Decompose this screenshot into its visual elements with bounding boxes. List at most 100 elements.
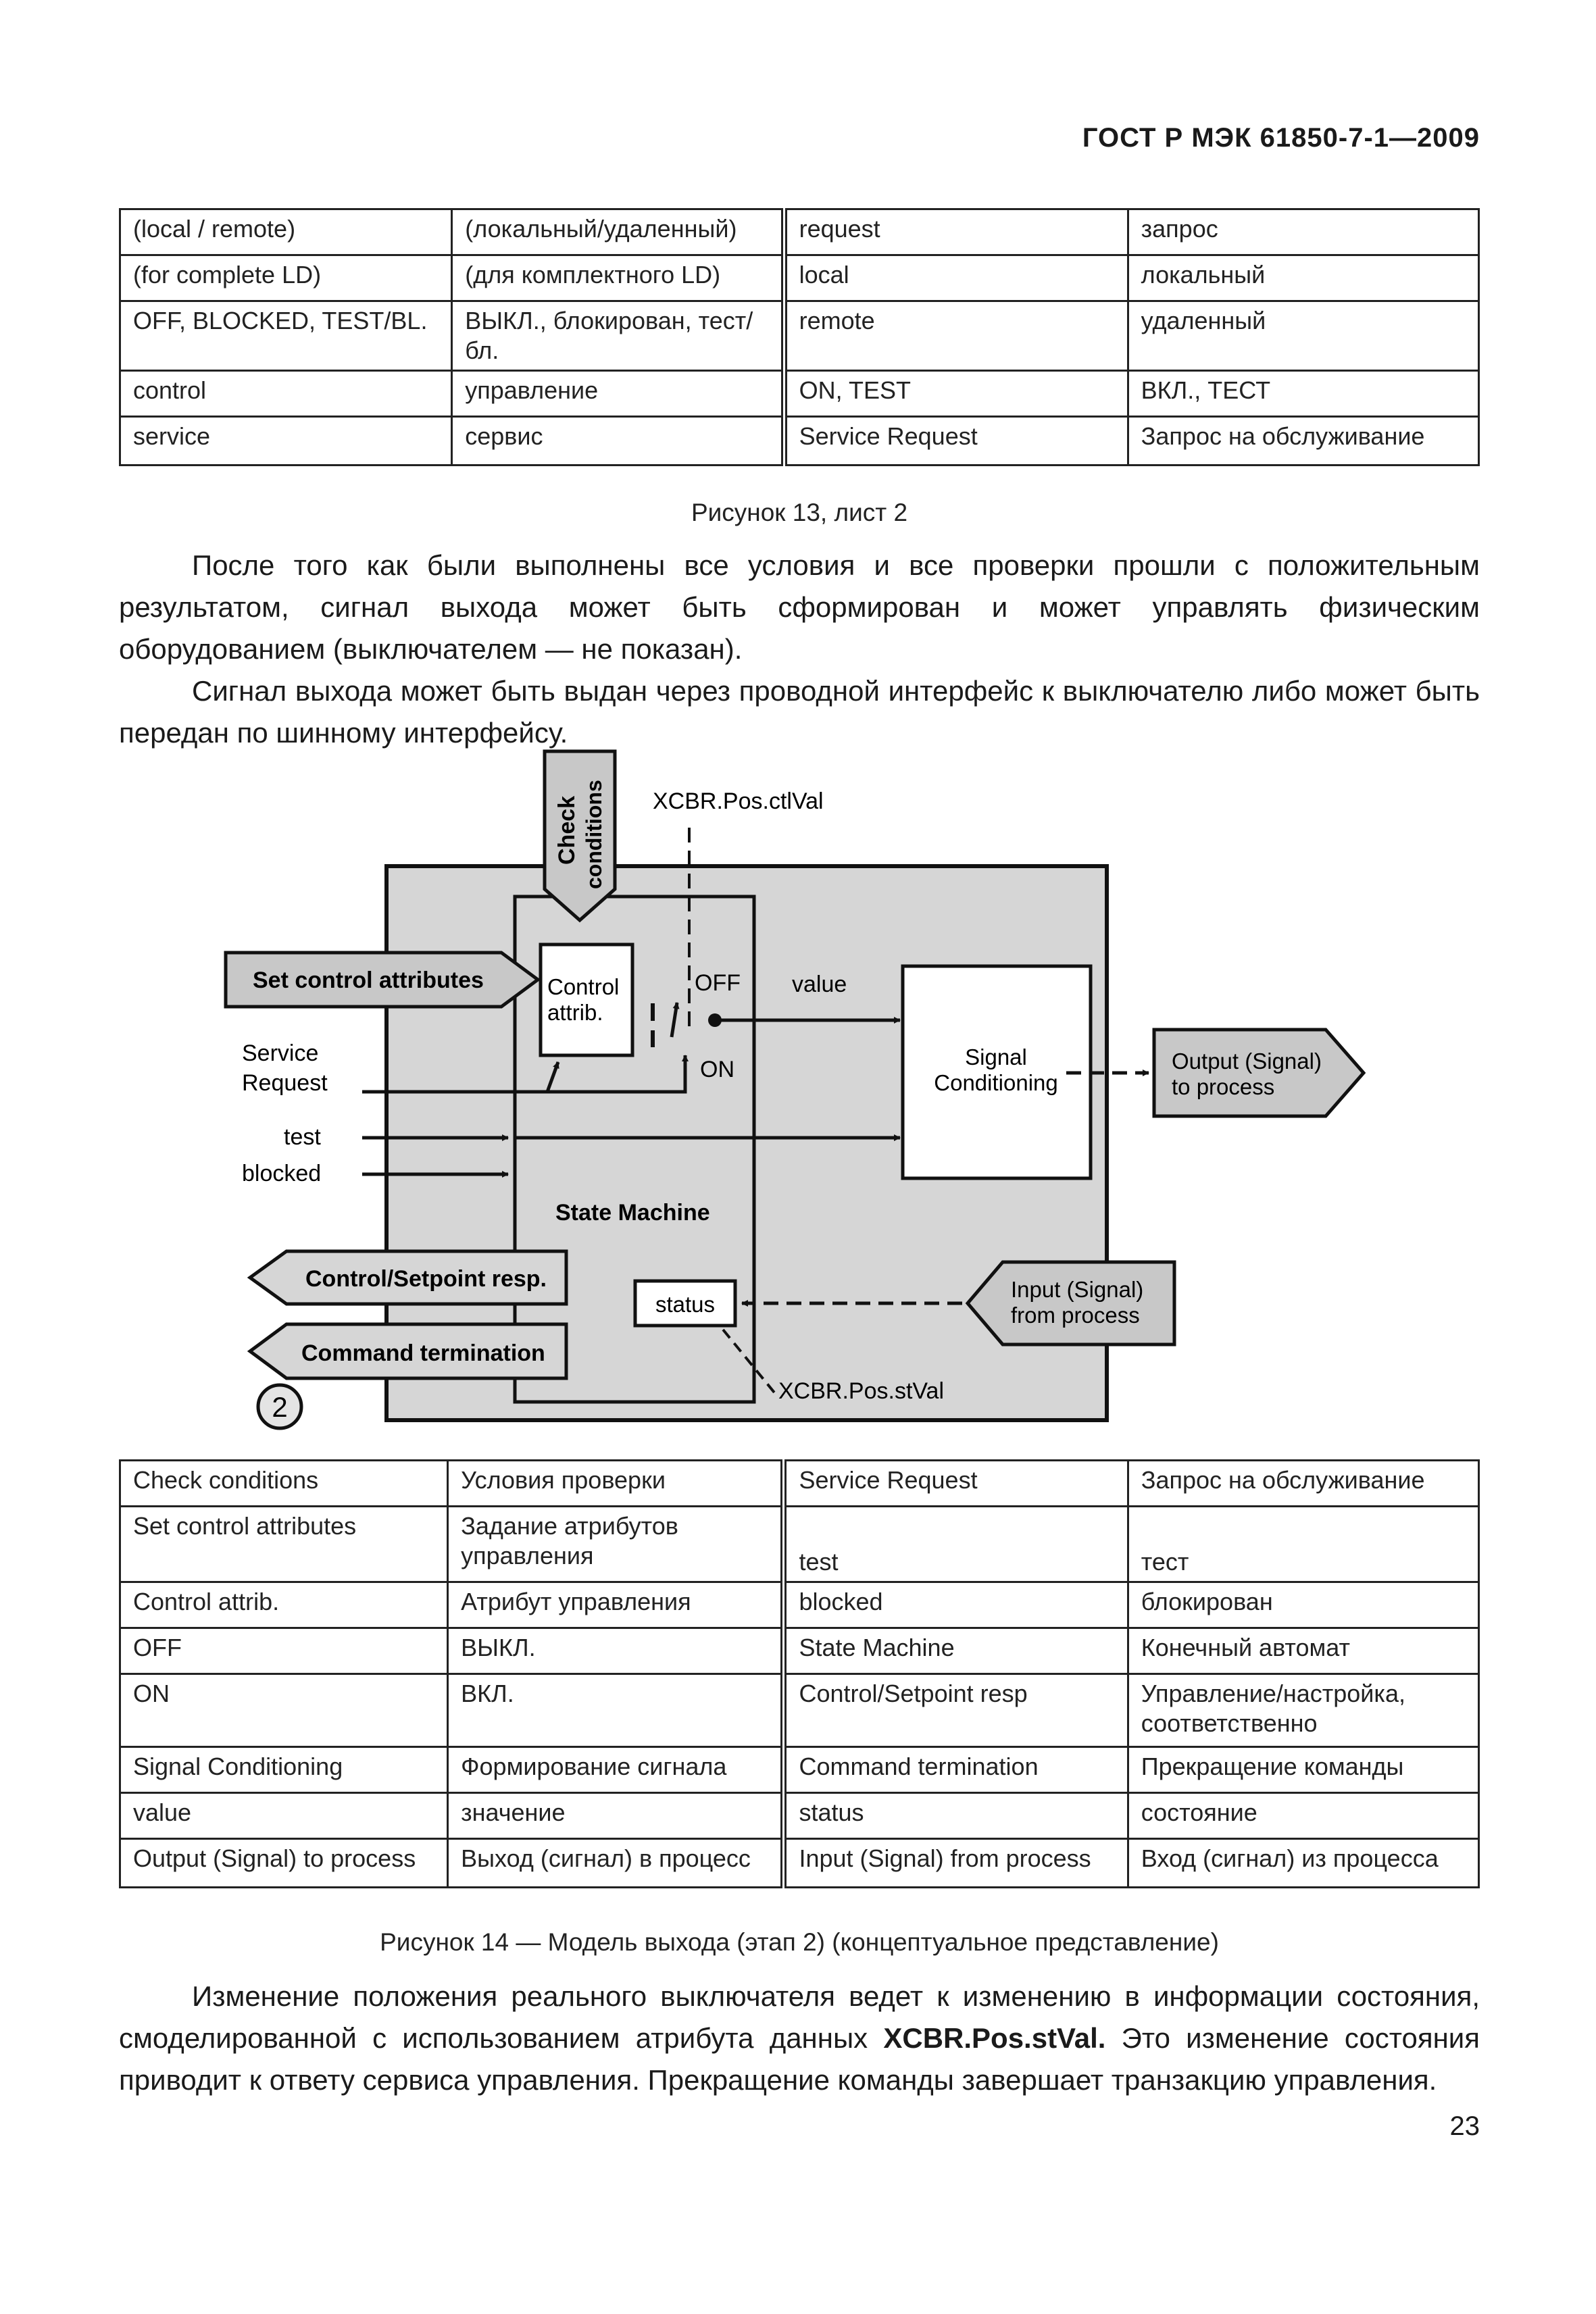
control-setpoint-resp-label: Control/Setpoint resp. bbox=[305, 1266, 547, 1292]
table-cell: Output (Signal) to process bbox=[118, 1838, 449, 1888]
table-cell: blocked bbox=[782, 1581, 1129, 1629]
table-cell: локальный bbox=[1126, 254, 1480, 302]
table-cell: Вход (сигнал) из процесса bbox=[1126, 1838, 1480, 1888]
table-cell: (для комплектного LD) bbox=[451, 254, 787, 302]
table-cell: Command termination bbox=[782, 1746, 1129, 1794]
step-number-badge bbox=[256, 1383, 303, 1430]
command-termination-label: Command termination bbox=[301, 1340, 545, 1366]
table-cell: OFF, BLOCKED, TEST/BL. bbox=[118, 300, 453, 372]
table-cell: Условия проверки bbox=[447, 1459, 787, 1507]
table-cell: OFF bbox=[118, 1627, 449, 1675]
figure-caption: Рисунок 13, лист 2 bbox=[691, 499, 908, 526]
paragraph-text: Это изменение состояния приводит к ответ… bbox=[119, 2022, 1480, 2096]
ctlval-label: XCBR.Pos.ctlVal bbox=[653, 788, 824, 814]
on-label: ON bbox=[700, 1057, 734, 1082]
page-number: 23 bbox=[1449, 2111, 1480, 2141]
table-cell: request bbox=[782, 208, 1129, 256]
output-label: Output (Signal) bbox=[1172, 1049, 1322, 1074]
signal-conditioning-label: Conditioning bbox=[934, 1070, 1057, 1095]
check-conditions-label: Check bbox=[554, 796, 580, 865]
table-cell: value bbox=[118, 1792, 449, 1840]
table-cell: (local / remote) bbox=[118, 208, 453, 256]
output-signal-arrow bbox=[1152, 1028, 1366, 1118]
table-cell: ON bbox=[118, 1673, 449, 1748]
table-row: Set control attributes Задание атрибутов… bbox=[118, 1505, 1480, 1583]
table-row: Signal Conditioning Формирование сигнала… bbox=[118, 1746, 1480, 1794]
check-conditions-arrow bbox=[543, 749, 617, 923]
paragraph: После того как были выполнены все услови… bbox=[119, 549, 1480, 665]
output-label: to process bbox=[1172, 1074, 1274, 1099]
table-row: control управление ON, TEST ВКЛ., ТЕСТ bbox=[118, 370, 1480, 418]
table-cell: ВЫКЛ., блокирован, тест/бл. bbox=[451, 300, 787, 372]
table-cell: Signal Conditioning bbox=[118, 1746, 449, 1794]
terms-table-1: (local / remote) (локальный/удаленный) r… bbox=[118, 208, 1480, 466]
input-signal-arrow bbox=[965, 1260, 1176, 1347]
table-cell: Выход (сигнал) в процесс bbox=[447, 1838, 787, 1888]
table-cell: удаленный bbox=[1126, 300, 1480, 372]
paragraph: Изменение положения реального выключател… bbox=[119, 1976, 1480, 2101]
control-attrib-label: Control bbox=[547, 974, 619, 999]
table-cell: Control attrib. bbox=[118, 1581, 449, 1629]
table-row: Control attrib. Атрибут управления block… bbox=[118, 1581, 1480, 1629]
table-cell: test bbox=[782, 1505, 1129, 1583]
state-machine-label: State Machine bbox=[555, 1200, 710, 1226]
table-cell: управление bbox=[451, 370, 787, 418]
control-attrib-label: attrib. bbox=[547, 1000, 603, 1025]
table-cell: Запрос на обслуживание bbox=[1126, 1459, 1480, 1507]
check-conditions-label: conditions bbox=[582, 780, 606, 889]
table-cell: Задание атрибутов управления bbox=[447, 1505, 787, 1583]
stval-dashed-line bbox=[722, 1328, 778, 1397]
table-cell: Запрос на обслуживание bbox=[1126, 416, 1480, 466]
table-row: service сервис Service Request Запрос на… bbox=[118, 416, 1480, 466]
table-cell: Конечный автомат bbox=[1126, 1627, 1480, 1675]
step-number-label: 2 bbox=[272, 1391, 287, 1423]
body-text: После того как были выполнены все услови… bbox=[119, 545, 1480, 754]
service-request-label: Service bbox=[242, 1040, 318, 1066]
service-request-arrow bbox=[362, 1055, 689, 1094]
table-cell: Check conditions bbox=[118, 1459, 449, 1507]
table-cell: remote bbox=[782, 300, 1129, 372]
table-cell: Service Request bbox=[782, 1459, 1129, 1507]
table-cell: значение bbox=[447, 1792, 787, 1840]
table-cell: Input (Signal) from process bbox=[782, 1838, 1129, 1888]
table-cell: запрос bbox=[1126, 208, 1480, 256]
output-model-diagram: Check conditions XCBR.Pos.ctlVal Set con… bbox=[224, 749, 1366, 1430]
signal-conditioning-box bbox=[901, 964, 1093, 1180]
signal-conditioning-label: Signal bbox=[965, 1045, 1027, 1070]
blocked-label: blocked bbox=[242, 1161, 321, 1186]
terms-table-2: Check conditions Условия проверки Servic… bbox=[118, 1459, 1480, 1888]
body-text: Изменение положения реального выключател… bbox=[119, 1976, 1480, 2101]
table-row: ON ВКЛ. Control/Setpoint resp Управление… bbox=[118, 1673, 1480, 1748]
table-row: Output (Signal) to process Выход (сигнал… bbox=[118, 1838, 1480, 1888]
table-row: value значение status состояние bbox=[118, 1792, 1480, 1840]
table-cell: ВЫКЛ. bbox=[447, 1627, 787, 1675]
status-box bbox=[633, 1279, 737, 1328]
table-cell: Service Request bbox=[782, 416, 1129, 466]
input-label: Input (Signal) bbox=[1011, 1277, 1143, 1302]
table-cell: (for complete LD) bbox=[118, 254, 453, 302]
control-setpoint-resp-arrow bbox=[247, 1249, 568, 1306]
set-control-attributes-arrow bbox=[224, 951, 541, 1009]
service-request-label: Request bbox=[242, 1070, 328, 1096]
paragraph-text: Изменение положения реального выключател… bbox=[119, 1980, 1480, 2054]
table-row: (local / remote) (локальный/удаленный) r… bbox=[118, 208, 1480, 256]
table-row: OFF ВЫКЛ. State Machine Конечный автомат bbox=[118, 1627, 1480, 1675]
table-cell: ВКЛ., ТЕСТ bbox=[1126, 370, 1480, 418]
table-cell: ВКЛ. bbox=[447, 1673, 787, 1748]
control-attrib-box bbox=[539, 942, 634, 1057]
table-cell: local bbox=[782, 254, 1129, 302]
table-cell: Управление/настройка, соответственно bbox=[1126, 1673, 1480, 1748]
table-cell: Control/Setpoint resp bbox=[782, 1673, 1129, 1748]
command-termination-arrow bbox=[247, 1322, 568, 1380]
table-cell: сервис bbox=[451, 416, 787, 466]
table-cell: status bbox=[782, 1792, 1129, 1840]
table-cell: Атрибут управления bbox=[447, 1581, 787, 1629]
figure-caption: Рисунок 14 — Модель выхода (этап 2) (кон… bbox=[380, 1928, 1219, 1956]
service-to-attrib-arrow bbox=[545, 1061, 560, 1092]
value-label: value bbox=[792, 972, 847, 997]
table-cell: состояние bbox=[1126, 1792, 1480, 1840]
document-header: ГОСТ Р МЭК 61850-7-1—2009 bbox=[1082, 123, 1480, 153]
table-row: OFF, BLOCKED, TEST/BL. ВЫКЛ., блокирован… bbox=[118, 300, 1480, 372]
table-row: (for complete LD) (для комплектного LD) … bbox=[118, 254, 1480, 302]
table-cell: тест bbox=[1126, 1505, 1480, 1583]
